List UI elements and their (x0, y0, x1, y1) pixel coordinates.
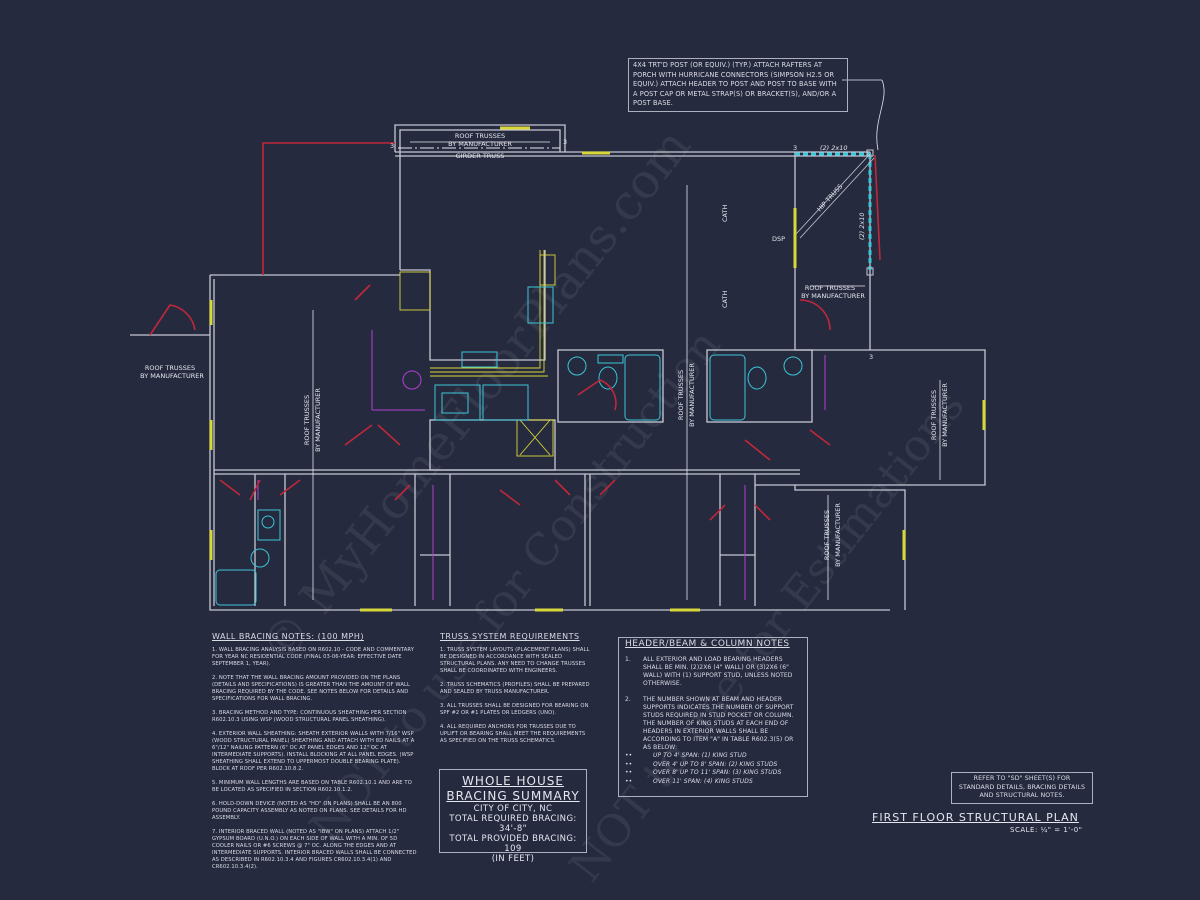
bullet-text: OVER 11' SPAN: (4) KING STUDS (653, 777, 753, 785)
bullet-item: •• OVER 8' UP TO 11' SPAN: (3) KING STUDS (625, 769, 801, 778)
label-by-manufacturer: BY MANUFACTURER (834, 503, 842, 567)
beam-label: (2) 2x10 (858, 212, 866, 240)
label-roof-trusses: ROOF TRUSSES (823, 510, 831, 560)
stud-count: 3 (793, 144, 797, 152)
bullet-text: OVER 8' UP TO 11' SPAN: (3) KING STUDS (653, 769, 782, 776)
refer-note: REFER TO "SD" SHEET(S) FOR STANDARD DETA… (951, 772, 1093, 804)
note-item: 4. EXTERIOR WALL SHEATHING: SHEATH EXTER… (212, 731, 415, 772)
bullet-text: OVER 4' UP TO 8' SPAN: (2) KING STUDS (653, 760, 778, 768)
note-number: 2. (625, 696, 631, 703)
bullet: •• (625, 752, 633, 759)
dsp-label: DSP (772, 235, 785, 243)
note-item: 2. TRUSS SCHEMATICS (PROFILES) SHALL BE … (440, 682, 590, 695)
beam-label: (2) 2x10 (820, 144, 848, 152)
summary-city: CITY OF CITY, NC (473, 804, 553, 814)
doors (149, 142, 881, 521)
sheet-title: FIRST FLOOR STRUCTURAL PLAN (872, 811, 1079, 824)
label-roof-trusses: ROOF TRUSSES (677, 370, 685, 420)
plumbing-fixtures (215, 286, 803, 606)
note-item: 2. THE NUMBER SHOWN AT BEAM AND HEADER SU… (625, 696, 801, 752)
label-by-manufacturer: BY MANUFACTURER (688, 363, 696, 427)
cath-label: CATH (721, 205, 729, 222)
label-roof-trusses: ROOF TRUSSES (145, 364, 195, 372)
summary-provided: TOTAL PROVIDED BRACING: 109 (449, 834, 577, 854)
header-notes-title: HEADER/BEAM & COLUMN NOTES (625, 639, 790, 649)
note-item: 6. HOLD-DOWN DEVICE (NOTED AS "HD" ON PL… (212, 801, 407, 821)
note-item: 1. ALL EXTERIOR AND LOAD BEARING HEADERS … (625, 656, 801, 688)
note-item: 1. WALL BRACING ANALYSIS BASED ON R602.1… (212, 647, 415, 667)
note-item: 3. ALL TRUSSES SHALL BE DESIGNED FOR BEA… (440, 703, 589, 716)
cath-label: CATH (721, 291, 729, 308)
bullet-item: •• OVER 11' SPAN: (4) KING STUDS (625, 778, 801, 787)
note-item: 3. BRACING METHOD AND TYPE: CONTINUOUS S… (212, 710, 407, 723)
note-text: THE NUMBER SHOWN AT BEAM AND HEADER SUPP… (643, 696, 794, 751)
kitchen-counters (399, 250, 556, 457)
note-item: 4. ALL REQUIRED ANCHORS FOR TRUSSES DUE … (440, 724, 586, 744)
bullet: •• (625, 760, 633, 768)
summary-units: (IN FEET) (491, 854, 535, 864)
truss-title: TRUSS SYSTEM REQUIREMENTS (440, 632, 580, 641)
label-by-manufacturer: BY MANUFACTURER (140, 372, 204, 380)
bullet-item: •• OVER 4' UP TO 8' SPAN: (2) KING STUDS (625, 761, 801, 770)
braced-wall-panels (209, 126, 986, 612)
label-roof-trusses: ROOF TRUSSES (930, 390, 938, 440)
note-text: ALL EXTERIOR AND LOAD BEARING HEADERS SH… (643, 656, 793, 687)
summary-title: BRACING SUMMARY (446, 789, 580, 803)
label-roof-trusses: ROOF TRUSSES (303, 395, 311, 445)
stud-count: 3 (563, 138, 567, 146)
sheet-scale: SCALE: ¼" = 1'-0" (1010, 826, 1083, 834)
note-item: 5. MINIMUM WALL LENGTHS ARE BASED ON TAB… (212, 780, 412, 793)
bullet-item: •• UP TO 4' SPAN: (1) KING STUD (625, 752, 801, 761)
label-roof-trusses: ROOF TRUSSES (455, 132, 505, 140)
bullet-text: UP TO 4' SPAN: (1) KING STUD (653, 752, 747, 759)
stud-count: 3 (869, 353, 873, 361)
summary-required: TOTAL REQUIRED BRACING: 34'-8" (449, 814, 577, 834)
post-note: 4X4 TRT'D POST (OR EQUIV.) (TYP.) ATTACH… (628, 58, 848, 112)
bullet: •• (625, 769, 633, 776)
label-by-manufacturer: BY MANUFACTURER (941, 383, 949, 447)
header-beam-notes: HEADER/BEAM & COLUMN NOTES 1. ALL EXTERIO… (618, 637, 808, 797)
label-by-manufacturer: BY MANUFACTURER (448, 140, 512, 148)
note-number: 1. (625, 656, 631, 663)
bracing-summary-box: WHOLE HOUSE BRACING SUMMARY CITY OF CITY… (439, 769, 587, 864)
wall-bracing-notes: WALL BRACING NOTES: (100 MPH) 1. WALL BR… (212, 633, 420, 878)
label-roof-trusses: ROOF TRUSSES (805, 284, 855, 292)
label-by-manufacturer: BY MANUFACTURER (314, 388, 322, 452)
wall-bracing-title: WALL BRACING NOTES: (100 MPH) (212, 632, 364, 641)
label-girder-truss: GIRDER TRUSS (456, 152, 505, 160)
span-arrows (312, 79, 941, 600)
beams (398, 147, 875, 276)
note-item: 2. NOTE THAT THE WALL BRACING AMOUNT PRO… (212, 675, 410, 702)
note-item: 7. INTERIOR BRACED WALL (NOTED AS "IBW" … (212, 829, 417, 870)
summary-title: WHOLE HOUSE (462, 774, 564, 788)
truss-requirements: TRUSS SYSTEM REQUIREMENTS 1. TRUSS SYSTE… (440, 633, 590, 752)
label-by-manufacturer: BY MANUFACTURER (801, 292, 865, 300)
note-item: 1. TRUSS SYSTEM LAYOUTS (PLACEMENT PLANS… (440, 647, 590, 674)
hip-truss-label: HIP TRUSS (816, 182, 845, 213)
bullet: •• (625, 777, 633, 785)
stud-count: 3 (390, 142, 394, 150)
closet-rods (257, 330, 826, 600)
